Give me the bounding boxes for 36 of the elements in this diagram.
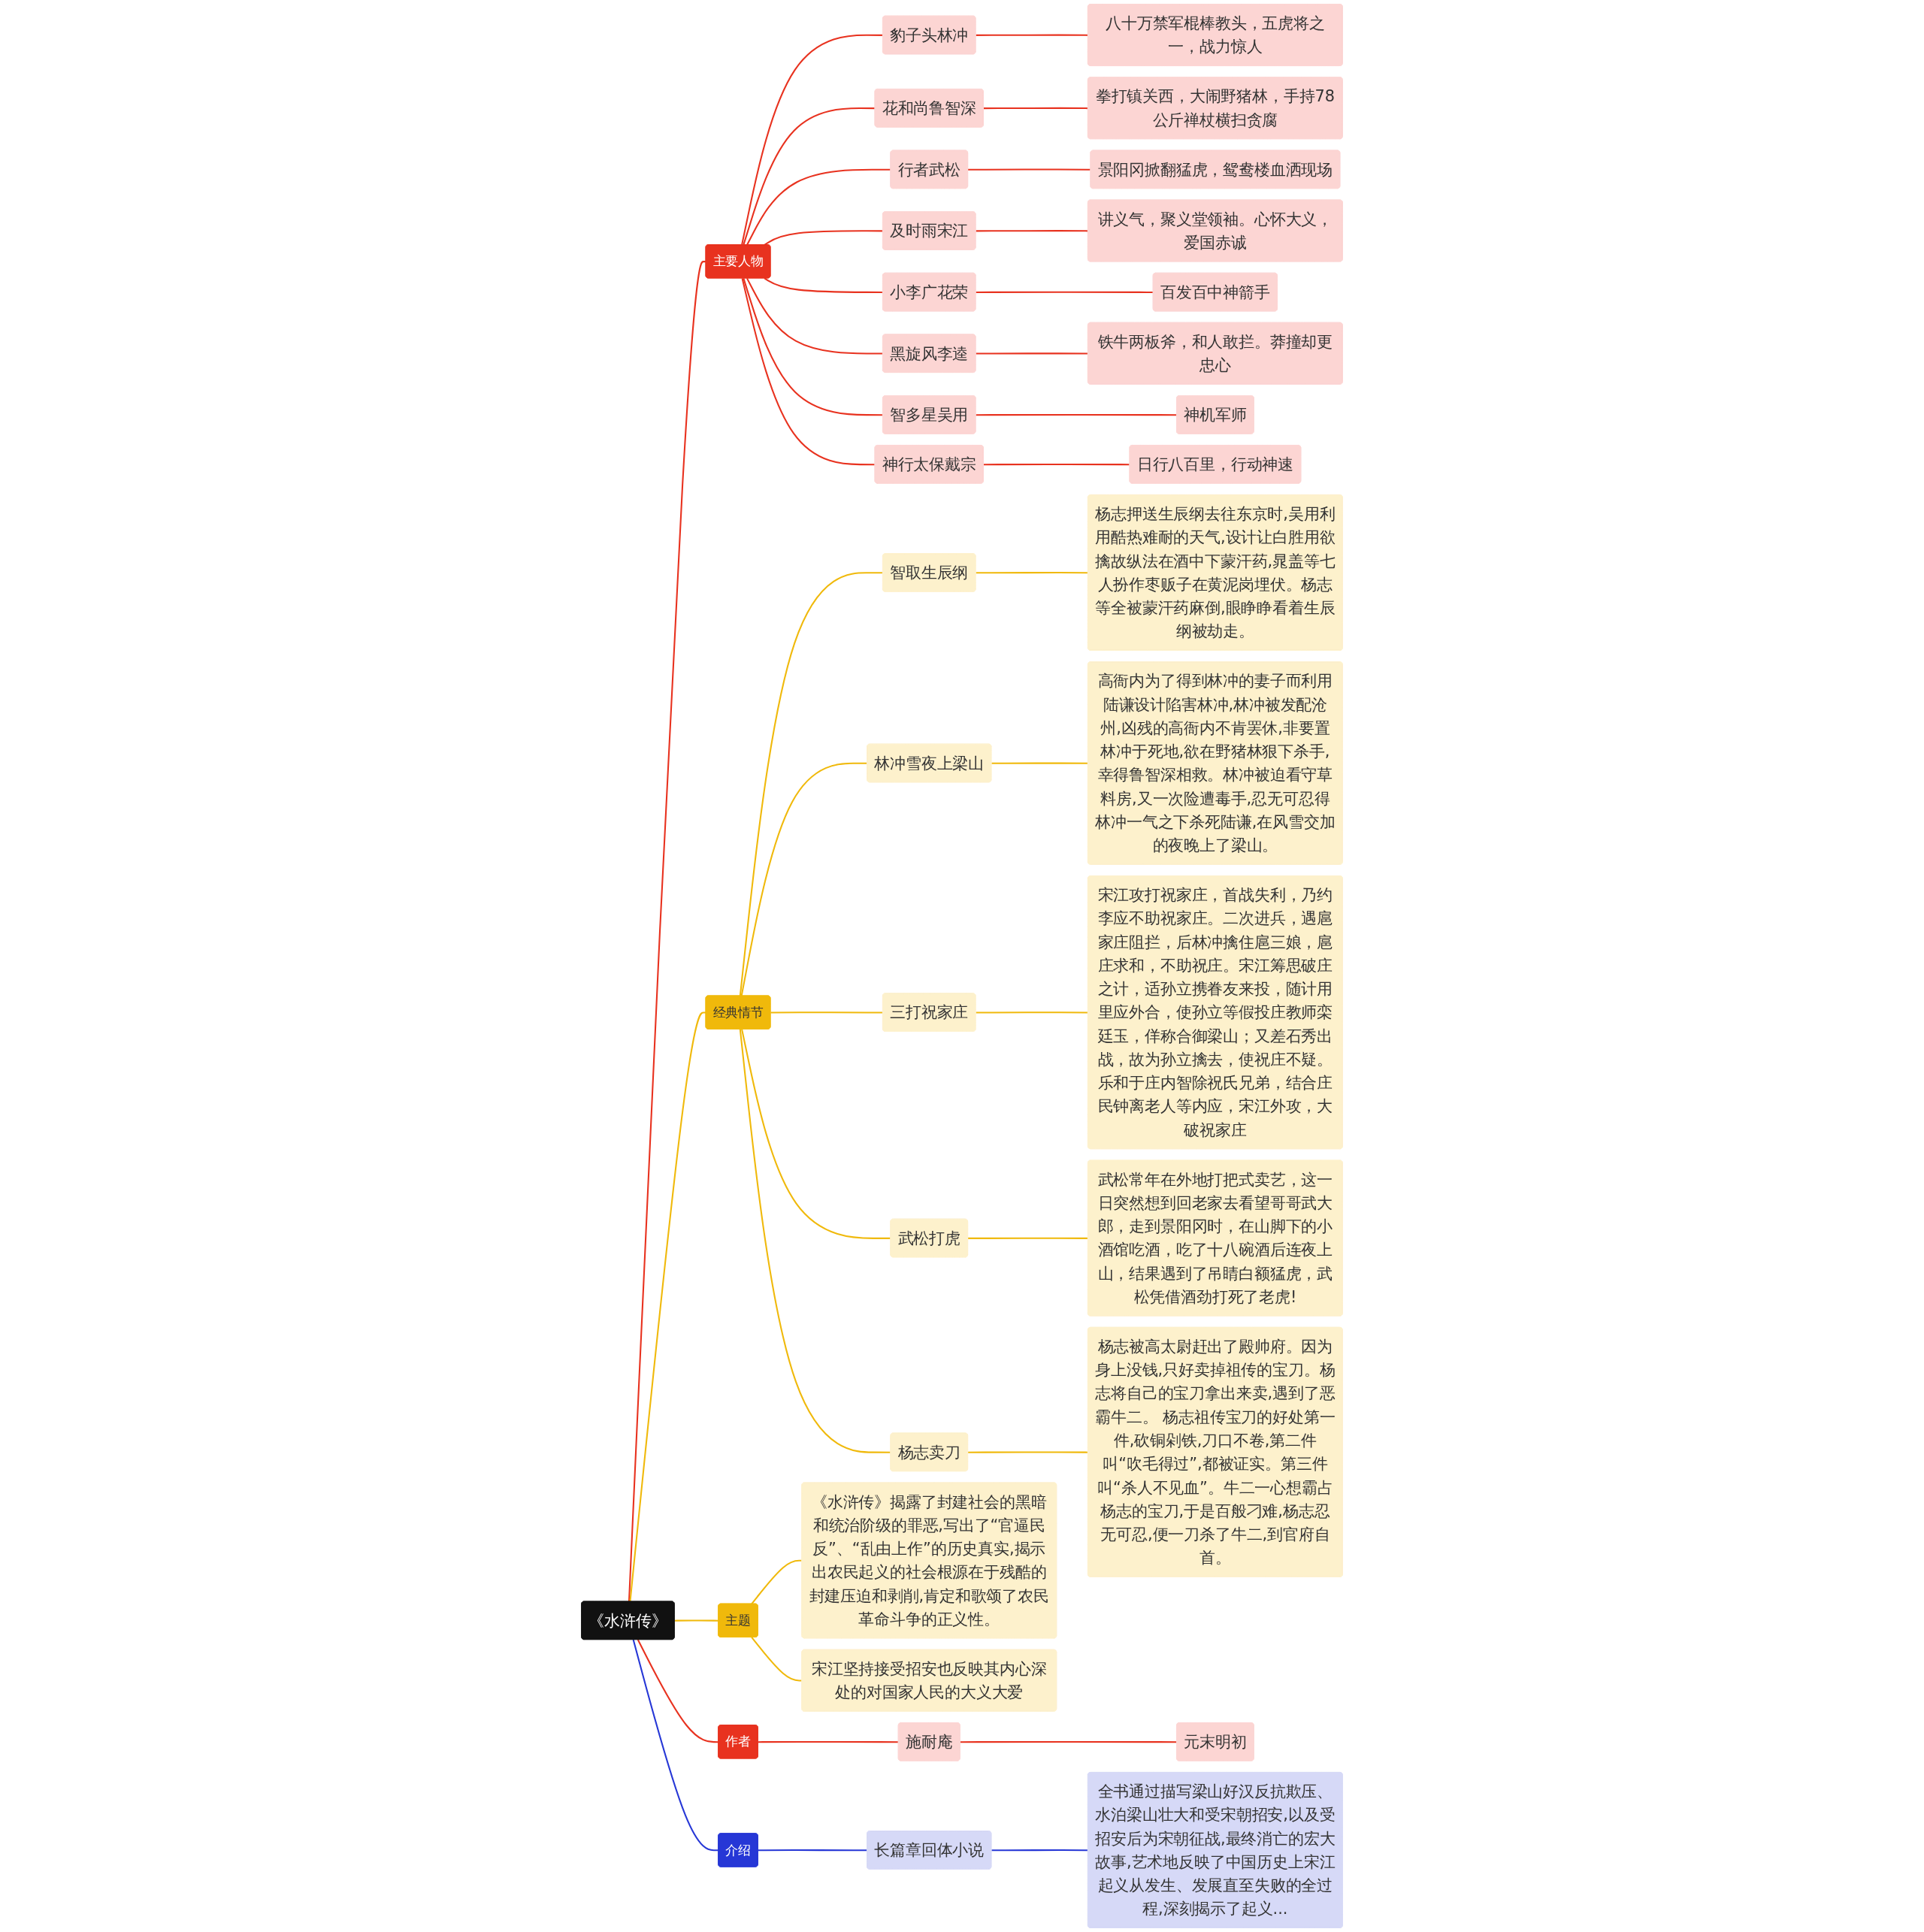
connector: [739, 1029, 891, 1453]
connector: [741, 278, 876, 466]
connector: [968, 1451, 1088, 1453]
connector: [976, 230, 1088, 232]
connector: [751, 1559, 803, 1605]
connector: [632, 1639, 718, 1852]
connector: [637, 1639, 718, 1743]
connector: [743, 107, 876, 246]
connector: [741, 34, 883, 246]
connector: [751, 1637, 803, 1682]
connector: [743, 278, 883, 416]
connector: [960, 1740, 1177, 1743]
connector: [968, 168, 1091, 171]
connector: [740, 762, 867, 996]
connector: [764, 230, 883, 246]
connector: [983, 463, 1130, 466]
connector: [976, 1011, 1088, 1014]
connector: [758, 1740, 899, 1743]
connector: [976, 291, 1154, 293]
connector: [968, 1237, 1088, 1239]
connector: [991, 762, 1088, 764]
connector: [674, 1619, 718, 1622]
connector: [983, 107, 1088, 110]
connector: [976, 413, 1177, 416]
connector: [764, 277, 883, 293]
connector: [976, 572, 1088, 574]
connector: [739, 572, 883, 996]
connector: [976, 352, 1088, 355]
connector: [746, 277, 883, 355]
connector: [746, 168, 891, 246]
connector: [976, 34, 1088, 36]
connector: [758, 1849, 867, 1852]
connector: [991, 1849, 1088, 1852]
connector: [741, 1029, 891, 1239]
connector: [629, 1011, 706, 1602]
connector: [770, 1011, 883, 1014]
